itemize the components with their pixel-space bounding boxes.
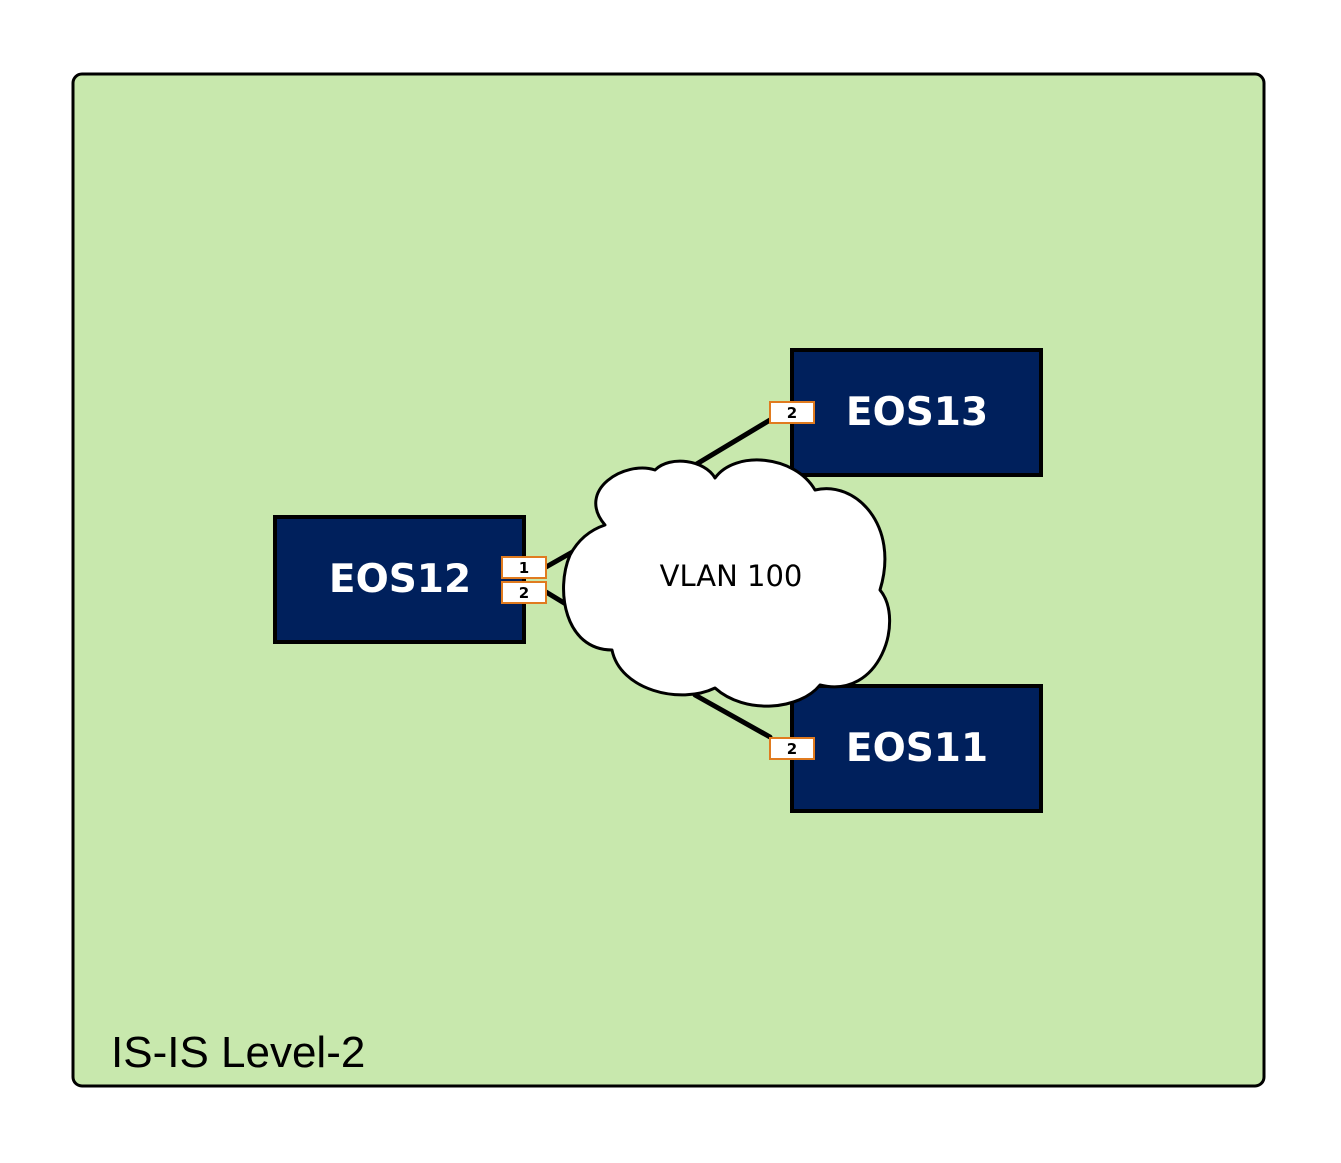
port-box [501,556,547,579]
cloud-icon [562,458,892,708]
node-eos11[interactable]: EOS11 [790,684,1043,813]
port-number: 2 [519,584,529,602]
link-eos13-vlan [687,417,773,471]
node-eos11-box [790,684,1043,813]
port-eos13-2[interactable]: 2 [769,401,815,424]
node-eos12[interactable]: EOS12 1 2 [273,515,547,644]
isis-area-label: IS-IS Level-2 [111,1028,365,1077]
node-eos13-label: EOS13 [846,390,988,435]
vlan-cloud-label: VLAN 100 [660,559,803,593]
port-number: 2 [787,404,797,422]
link-eos11-vlan [692,692,773,740]
port-eos12-2[interactable]: 2 [501,581,547,604]
node-eos12-label: EOS12 [329,557,471,602]
node-eos13-box [790,348,1043,477]
vlan-cloud[interactable]: VLAN 100 [562,458,892,708]
port-box [769,737,815,760]
port-eos12-1[interactable]: 1 [501,556,547,579]
node-eos13[interactable]: EOS13 2 [769,348,1043,477]
port-number: 2 [787,740,797,758]
port-box [501,581,547,604]
port-number: 1 [519,559,529,577]
port-eos11-2[interactable]: 2 [769,737,815,760]
node-eos11-label: EOS11 [846,726,988,771]
port-box [769,401,815,424]
node-eos12-box [273,515,526,644]
